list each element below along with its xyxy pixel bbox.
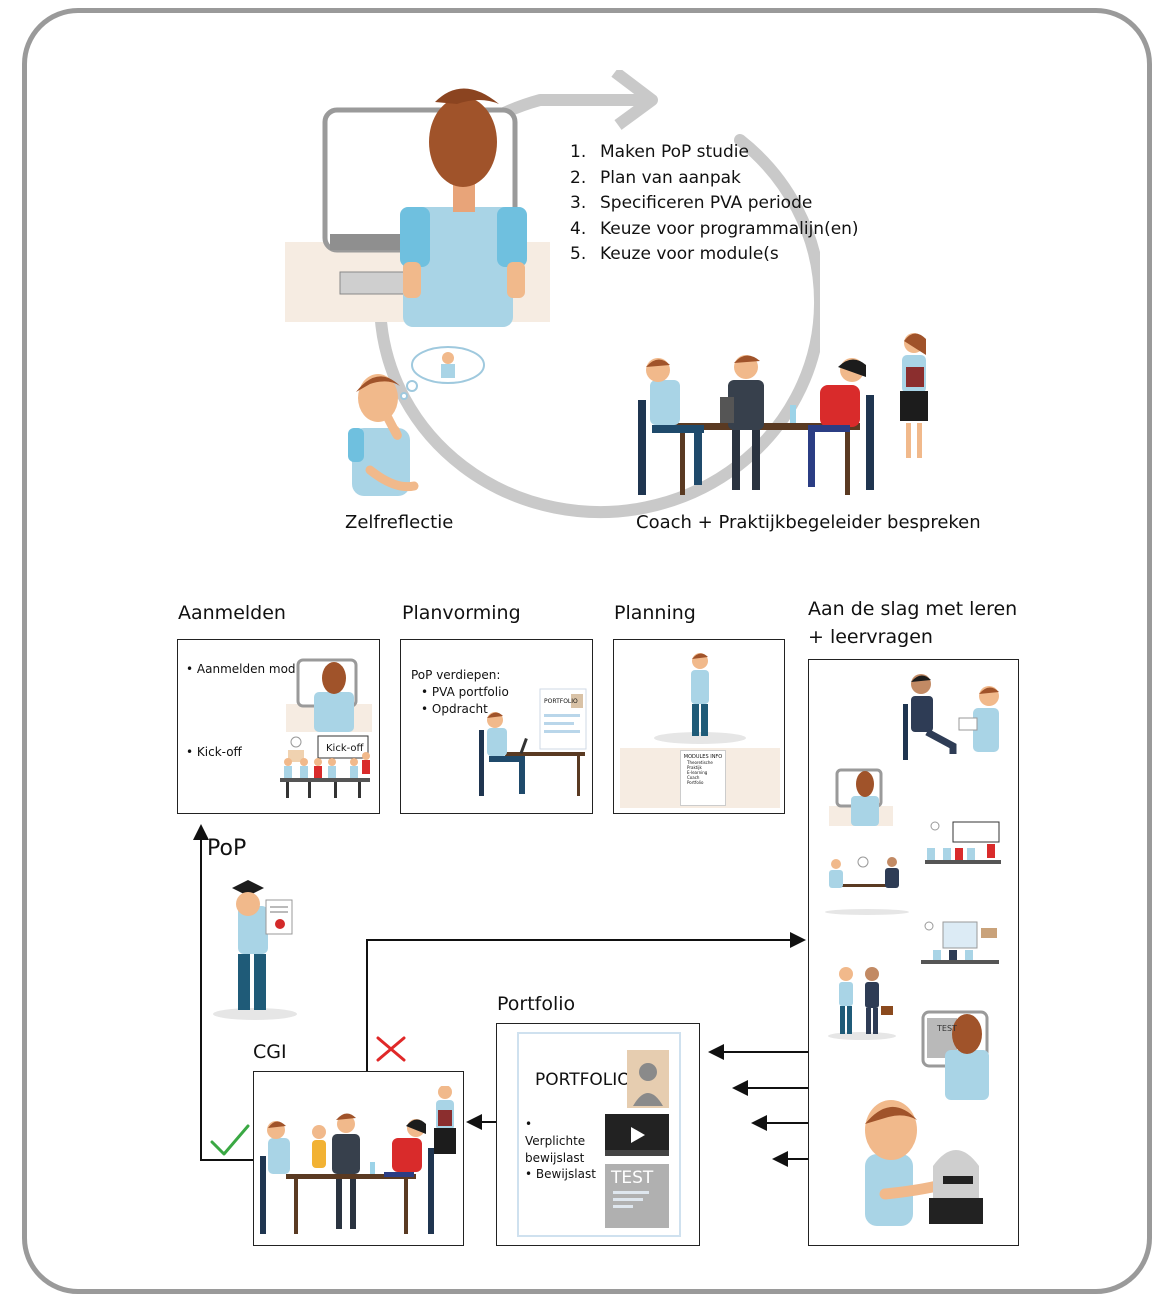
step-item: 4.Keuze voor programmalijn(en) xyxy=(570,218,859,239)
cgi-meeting-icon xyxy=(260,1086,456,1234)
stage-title-aanmelden: Aanmelden xyxy=(178,602,286,624)
test-computer-label: TEST xyxy=(937,1024,957,1033)
portfolio-box: PORTFOLIO • Verplichte bewijslast • Bewi… xyxy=(496,1023,700,1246)
cgi-title: CGI xyxy=(253,1041,287,1063)
modules-info-line: Coach xyxy=(687,775,700,780)
computer-user-icon xyxy=(286,658,372,732)
step-item: 1.Maken PoP studie xyxy=(570,142,749,162)
check-icon xyxy=(210,1124,250,1156)
test-computer-icon xyxy=(921,1010,989,1100)
test-sheet-line xyxy=(613,1198,643,1201)
test-sheet-line xyxy=(613,1205,633,1208)
portfolio-inner-frame xyxy=(517,1032,681,1237)
graduate-illustration xyxy=(213,880,297,1020)
cgi-box xyxy=(253,1071,464,1246)
aanmelden-item-2: • Kick-off xyxy=(186,745,242,759)
caption-coach: Coach + Praktijkbegeleider bespreken xyxy=(636,512,981,533)
portfolio-doc-icon xyxy=(539,688,587,750)
kickoff-board-text: Kick-off xyxy=(326,743,364,754)
planvorming-box: PoP verdiepen: • PVA portfolio • Opdrach… xyxy=(400,639,593,814)
step-item: 3.Specificeren PVA periode xyxy=(570,193,813,213)
thinking-student-illustration xyxy=(348,346,485,496)
student-at-computer-illustration xyxy=(285,88,550,327)
standing-student-icon xyxy=(654,653,746,744)
modules-info-line: Theoretische xyxy=(687,760,713,765)
stage-title-planning: Planning xyxy=(614,602,696,624)
planvorming-intro: PoP verdiepen: xyxy=(411,668,501,682)
modules-info-line: Portfolio xyxy=(687,780,704,785)
modules-info-line: E-learning xyxy=(687,770,708,775)
kickoff-classroom-icon xyxy=(280,735,370,798)
video-play-icon xyxy=(605,1114,669,1156)
test-sheet-line xyxy=(613,1191,649,1194)
step-item: 2.Plan van aanpak xyxy=(570,167,741,188)
stage-title-leren-2: + leervragen xyxy=(808,626,933,648)
stage-title-planvorming: Planvorming xyxy=(402,602,521,624)
aanmelden-box: • Aanmelden module • Kick-off Kick-off xyxy=(177,639,380,814)
planning-box: MODULES INFO Theoretische Praktijk E-lea… xyxy=(613,639,785,814)
avatar-photo-icon xyxy=(627,1050,669,1108)
planvorming-item-1: • PVA portfolio xyxy=(421,685,509,699)
steps-list: 1.Maken PoP studie 2.Plan van aanpak 3.S… xyxy=(570,140,859,268)
caption-zelfreflectie: Zelfreflectie xyxy=(345,512,454,533)
portfolio-item-2: • Bewijslast xyxy=(525,1167,596,1181)
stage-title-leren-1: Aan de slag met leren xyxy=(808,598,1018,620)
classroom-window-icon xyxy=(921,921,999,964)
planvorming-item-2: • Opdracht xyxy=(421,702,488,716)
leren-box: TEST xyxy=(808,659,1019,1246)
modules-info-line: Praktijk xyxy=(687,765,702,770)
test-sheet-label: TEST xyxy=(611,1168,654,1188)
modules-info-title: MODULES INFO xyxy=(683,754,723,760)
test-sheet: TEST xyxy=(605,1164,669,1228)
modules-info-sheet: MODULES INFO Theoretische Praktijk E-lea… xyxy=(680,750,726,806)
pop-title: PoP xyxy=(207,836,247,861)
portfolio-heading: PORTFOLIO xyxy=(535,1070,631,1090)
meeting-illustration xyxy=(638,333,928,495)
cross-icon xyxy=(376,1036,406,1062)
portfolio-item-1: • Verplichte bewijslast xyxy=(525,1117,586,1165)
meeting-icon xyxy=(825,856,909,915)
fingerprint-scan-icon xyxy=(865,1100,983,1226)
step-item: 5.Keuze voor module(s xyxy=(570,244,779,264)
classroom-icon xyxy=(925,821,1001,864)
handshake-icon xyxy=(828,967,896,1040)
coaching-session-icon xyxy=(903,674,999,760)
portfolio-doc-label: PORTFOLIO xyxy=(544,698,578,705)
aanmelden-item-1: • Aanmelden module xyxy=(186,662,314,676)
computer-user-icon xyxy=(829,768,893,826)
page-frame xyxy=(22,8,1152,1294)
student-at-desk-icon xyxy=(479,712,585,796)
portfolio-title: Portfolio xyxy=(497,993,576,1015)
